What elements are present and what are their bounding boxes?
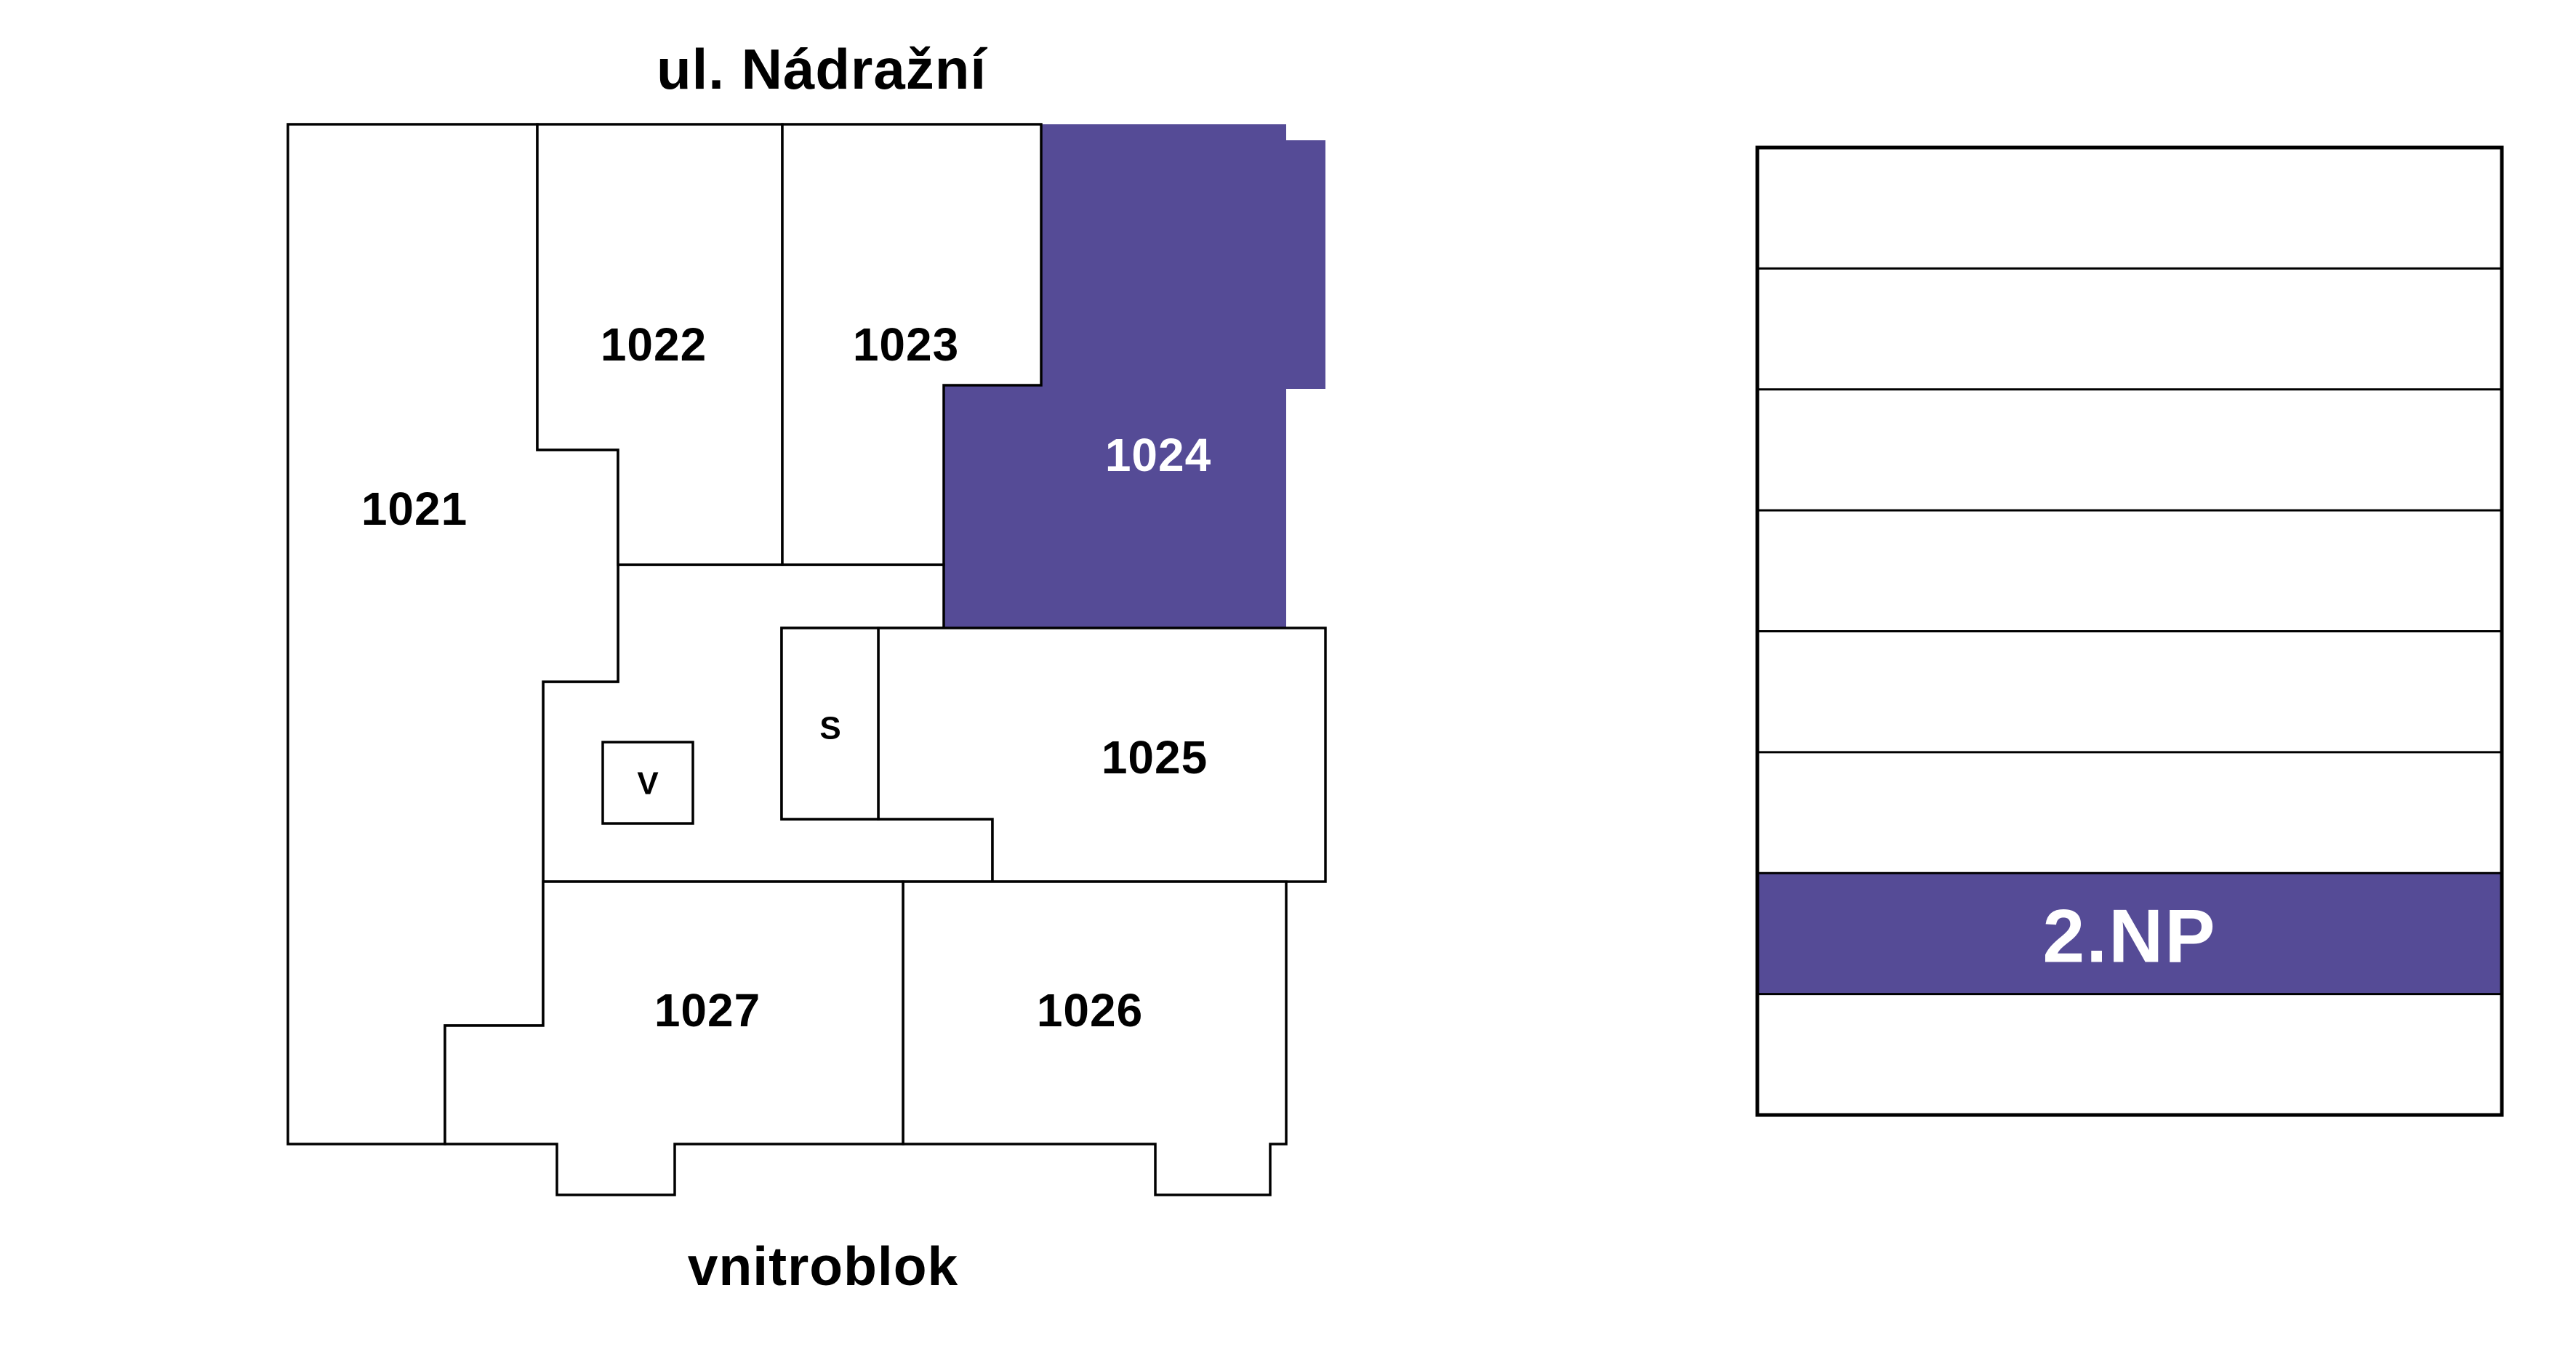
unit-1026-label: 1026 xyxy=(1037,984,1143,1036)
unit-1021-label: 1021 xyxy=(361,483,468,535)
street-label: ul. Nádražní xyxy=(657,37,987,101)
unit-1022-label: 1022 xyxy=(601,318,707,371)
courtyard-label: vnitroblok xyxy=(688,1236,959,1297)
unit-1023-label: 1023 xyxy=(853,318,959,371)
room-v-area xyxy=(601,741,694,825)
unit-1027-label: 1027 xyxy=(654,984,761,1036)
unit-1026-area[interactable] xyxy=(902,880,1288,1196)
floor-row-label-2np: 2.NP xyxy=(2042,894,2216,978)
unit-1027-area[interactable] xyxy=(444,880,904,1196)
room-s-area xyxy=(780,627,880,821)
room-v-label: V xyxy=(637,766,659,802)
unit-1023-area[interactable] xyxy=(781,123,1043,566)
service-rooms-layer xyxy=(601,627,880,825)
unit-labels-layer: 1021 1022 1023 1024 1025 1026 1027 S V xyxy=(361,318,1211,1036)
floor-row-2[interactable] xyxy=(1757,268,2502,390)
floor-row-8[interactable] xyxy=(1757,994,2502,1115)
unit-1024-area[interactable] xyxy=(944,124,1325,628)
floor-row-5[interactable] xyxy=(1757,631,2502,752)
unit-1025-label: 1025 xyxy=(1102,731,1208,784)
highlighted-units-layer xyxy=(944,124,1325,628)
floor-row-6[interactable] xyxy=(1757,752,2502,874)
floor-selector-frame xyxy=(1755,145,2504,1117)
floor-row-2np[interactable] xyxy=(1757,873,2502,994)
floor-row-1[interactable] xyxy=(1757,148,2502,269)
floor-row-4[interactable] xyxy=(1757,510,2502,632)
floor-row-3[interactable] xyxy=(1757,389,2502,511)
floor-selector: 2.NP xyxy=(1755,145,2504,1117)
room-s-label: S xyxy=(819,711,840,746)
unit-1024-label: 1024 xyxy=(1105,429,1211,481)
